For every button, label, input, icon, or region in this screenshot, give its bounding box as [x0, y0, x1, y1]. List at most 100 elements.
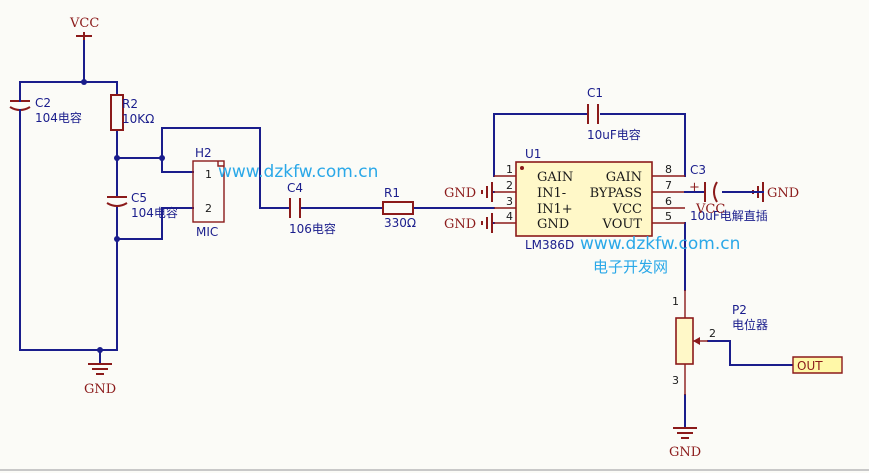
wire-c1-right	[600, 113, 686, 177]
gnd-u1-pin4: GND	[444, 213, 493, 233]
c3-ref: C3	[690, 163, 706, 177]
junctions	[81, 79, 165, 353]
microphone-h2: H2 1 2 MIC	[192, 146, 225, 239]
u1-pin5-num: 5	[665, 210, 672, 223]
p2-body	[675, 317, 694, 365]
c2-value: 104电容	[35, 110, 82, 125]
c3-plate-right	[713, 181, 718, 203]
wire-to-c4	[161, 127, 290, 209]
u1-left-pins	[494, 175, 516, 224]
watermark-cn: 电子开发网	[593, 258, 668, 276]
capacitor-c4: C4 106电容	[287, 181, 336, 236]
c4-ref: C4	[287, 181, 303, 195]
u1-pin5-name: VOUT	[602, 217, 643, 232]
r1-value: 330Ω	[384, 216, 416, 230]
out-port-shape	[792, 356, 843, 374]
wires	[19, 37, 794, 429]
p2-pin2: 2	[709, 327, 716, 340]
p2-pin1: 1	[672, 295, 679, 308]
u1-pin6-num: 6	[665, 195, 672, 208]
u1-pin4-num: 4	[506, 210, 513, 223]
r1-ref: R1	[384, 186, 400, 200]
junction-r2-mic	[114, 155, 120, 161]
capacitor-c1: C1 10uF电容	[587, 86, 641, 142]
gnd-c3: GND	[741, 182, 799, 202]
c2-ref: C2	[35, 96, 51, 110]
c3-polarity: +	[689, 180, 700, 195]
u1-pin6-name: VCC	[612, 202, 642, 217]
u1-pin1-dot	[520, 166, 524, 170]
r2-body	[110, 94, 124, 131]
h2-value: MIC	[196, 225, 218, 239]
c1-value: 10uF电容	[587, 127, 641, 142]
u1-pin8-num: 8	[665, 163, 672, 176]
gnd-bottom: GND	[669, 427, 701, 460]
vcc-label: VCC	[69, 16, 99, 31]
u1-ref: U1	[525, 147, 541, 161]
u1-pin3-num: 3	[506, 195, 513, 208]
p2-pin3: 3	[672, 374, 679, 387]
wire-mic-pin2	[116, 207, 194, 240]
out-port-label: OUT	[797, 359, 823, 373]
capacitor-c3: + C3 10uF电解直插	[684, 163, 768, 223]
u1-pin1-num: 1	[506, 163, 513, 176]
p2-value: 电位器	[732, 317, 768, 332]
r2-value: 10KΩ	[122, 112, 154, 126]
u1-right-pins	[652, 175, 685, 224]
u1-pin3-name: IN1+	[537, 202, 573, 217]
c5-ref: C5	[131, 191, 147, 205]
junction-c5-mic2	[114, 236, 120, 242]
vcc-pin6-label: VCC	[695, 202, 725, 217]
p2-wiper-arrow	[693, 337, 700, 345]
gnd-bottom-lines	[673, 427, 697, 439]
h2-body	[192, 160, 225, 223]
gnd-left: GND	[84, 349, 116, 397]
junction-top	[81, 79, 87, 85]
capacitor-c2: C2 104电容	[9, 96, 82, 125]
wire-c1-left	[493, 113, 588, 177]
gnd-u1-pin2-lines	[481, 182, 493, 202]
u1-pin4-name: GND	[537, 217, 569, 232]
watermark-right: www.dzkfw.com.cn	[580, 234, 740, 254]
ic-u1: U1 LM386D 1 2 3 4 GAIN IN1- IN1+ GND 8 7…	[494, 147, 685, 252]
u1-pin2-name: IN1-	[537, 186, 566, 201]
u1-pin7-num: 7	[665, 179, 672, 192]
h2-notch	[217, 161, 224, 167]
resistor-r1: R1 330Ω	[382, 186, 416, 230]
potentiometer-p2: 1 2 3 P2 电位器	[672, 290, 768, 395]
wire-wiper-out	[707, 340, 794, 366]
u1-pin7-name: BYPASS	[590, 186, 642, 201]
gnd-bottom-label: GND	[669, 445, 701, 460]
gnd-c3-label: GND	[767, 186, 799, 201]
p2-ref: P2	[732, 303, 747, 317]
h2-pin1: 1	[205, 168, 212, 181]
c5-value: 104电容	[131, 205, 178, 220]
junction-mic-loop	[159, 155, 165, 161]
r1-body	[382, 201, 414, 215]
gnd-left-label: GND	[84, 382, 116, 397]
u1-body	[515, 161, 653, 237]
c4-value: 106电容	[289, 221, 336, 236]
c5-plate-bottom	[106, 202, 128, 207]
resistor-r2: R2 10KΩ	[110, 94, 154, 131]
c1-ref: C1	[587, 86, 603, 100]
h2-ref: H2	[195, 146, 212, 160]
watermark-top: www.dzkfw.com.cn	[218, 162, 378, 182]
vcc-bar	[76, 32, 92, 40]
gnd-left-lines	[88, 363, 112, 375]
c3-value: 10uF电解直插	[690, 209, 768, 223]
gnd-u1-pin4-lines	[481, 213, 493, 233]
u1-pin8-name: GAIN	[606, 170, 642, 185]
u1-pin1-name: GAIN	[537, 170, 573, 185]
u1-pin2-num: 2	[506, 179, 513, 192]
wire-mic-pin1	[116, 157, 194, 173]
u1-value: LM386D	[525, 238, 574, 252]
gnd-u1-pin4-label: GND	[444, 217, 476, 232]
gnd-u1-pin2: GND	[444, 182, 493, 202]
out-port: OUT	[792, 356, 843, 374]
r2-ref: R2	[122, 97, 138, 111]
gnd-u1-pin2-label: GND	[444, 186, 476, 201]
h2-pin2: 2	[205, 202, 212, 215]
vcc-symbol: VCC	[69, 16, 99, 40]
